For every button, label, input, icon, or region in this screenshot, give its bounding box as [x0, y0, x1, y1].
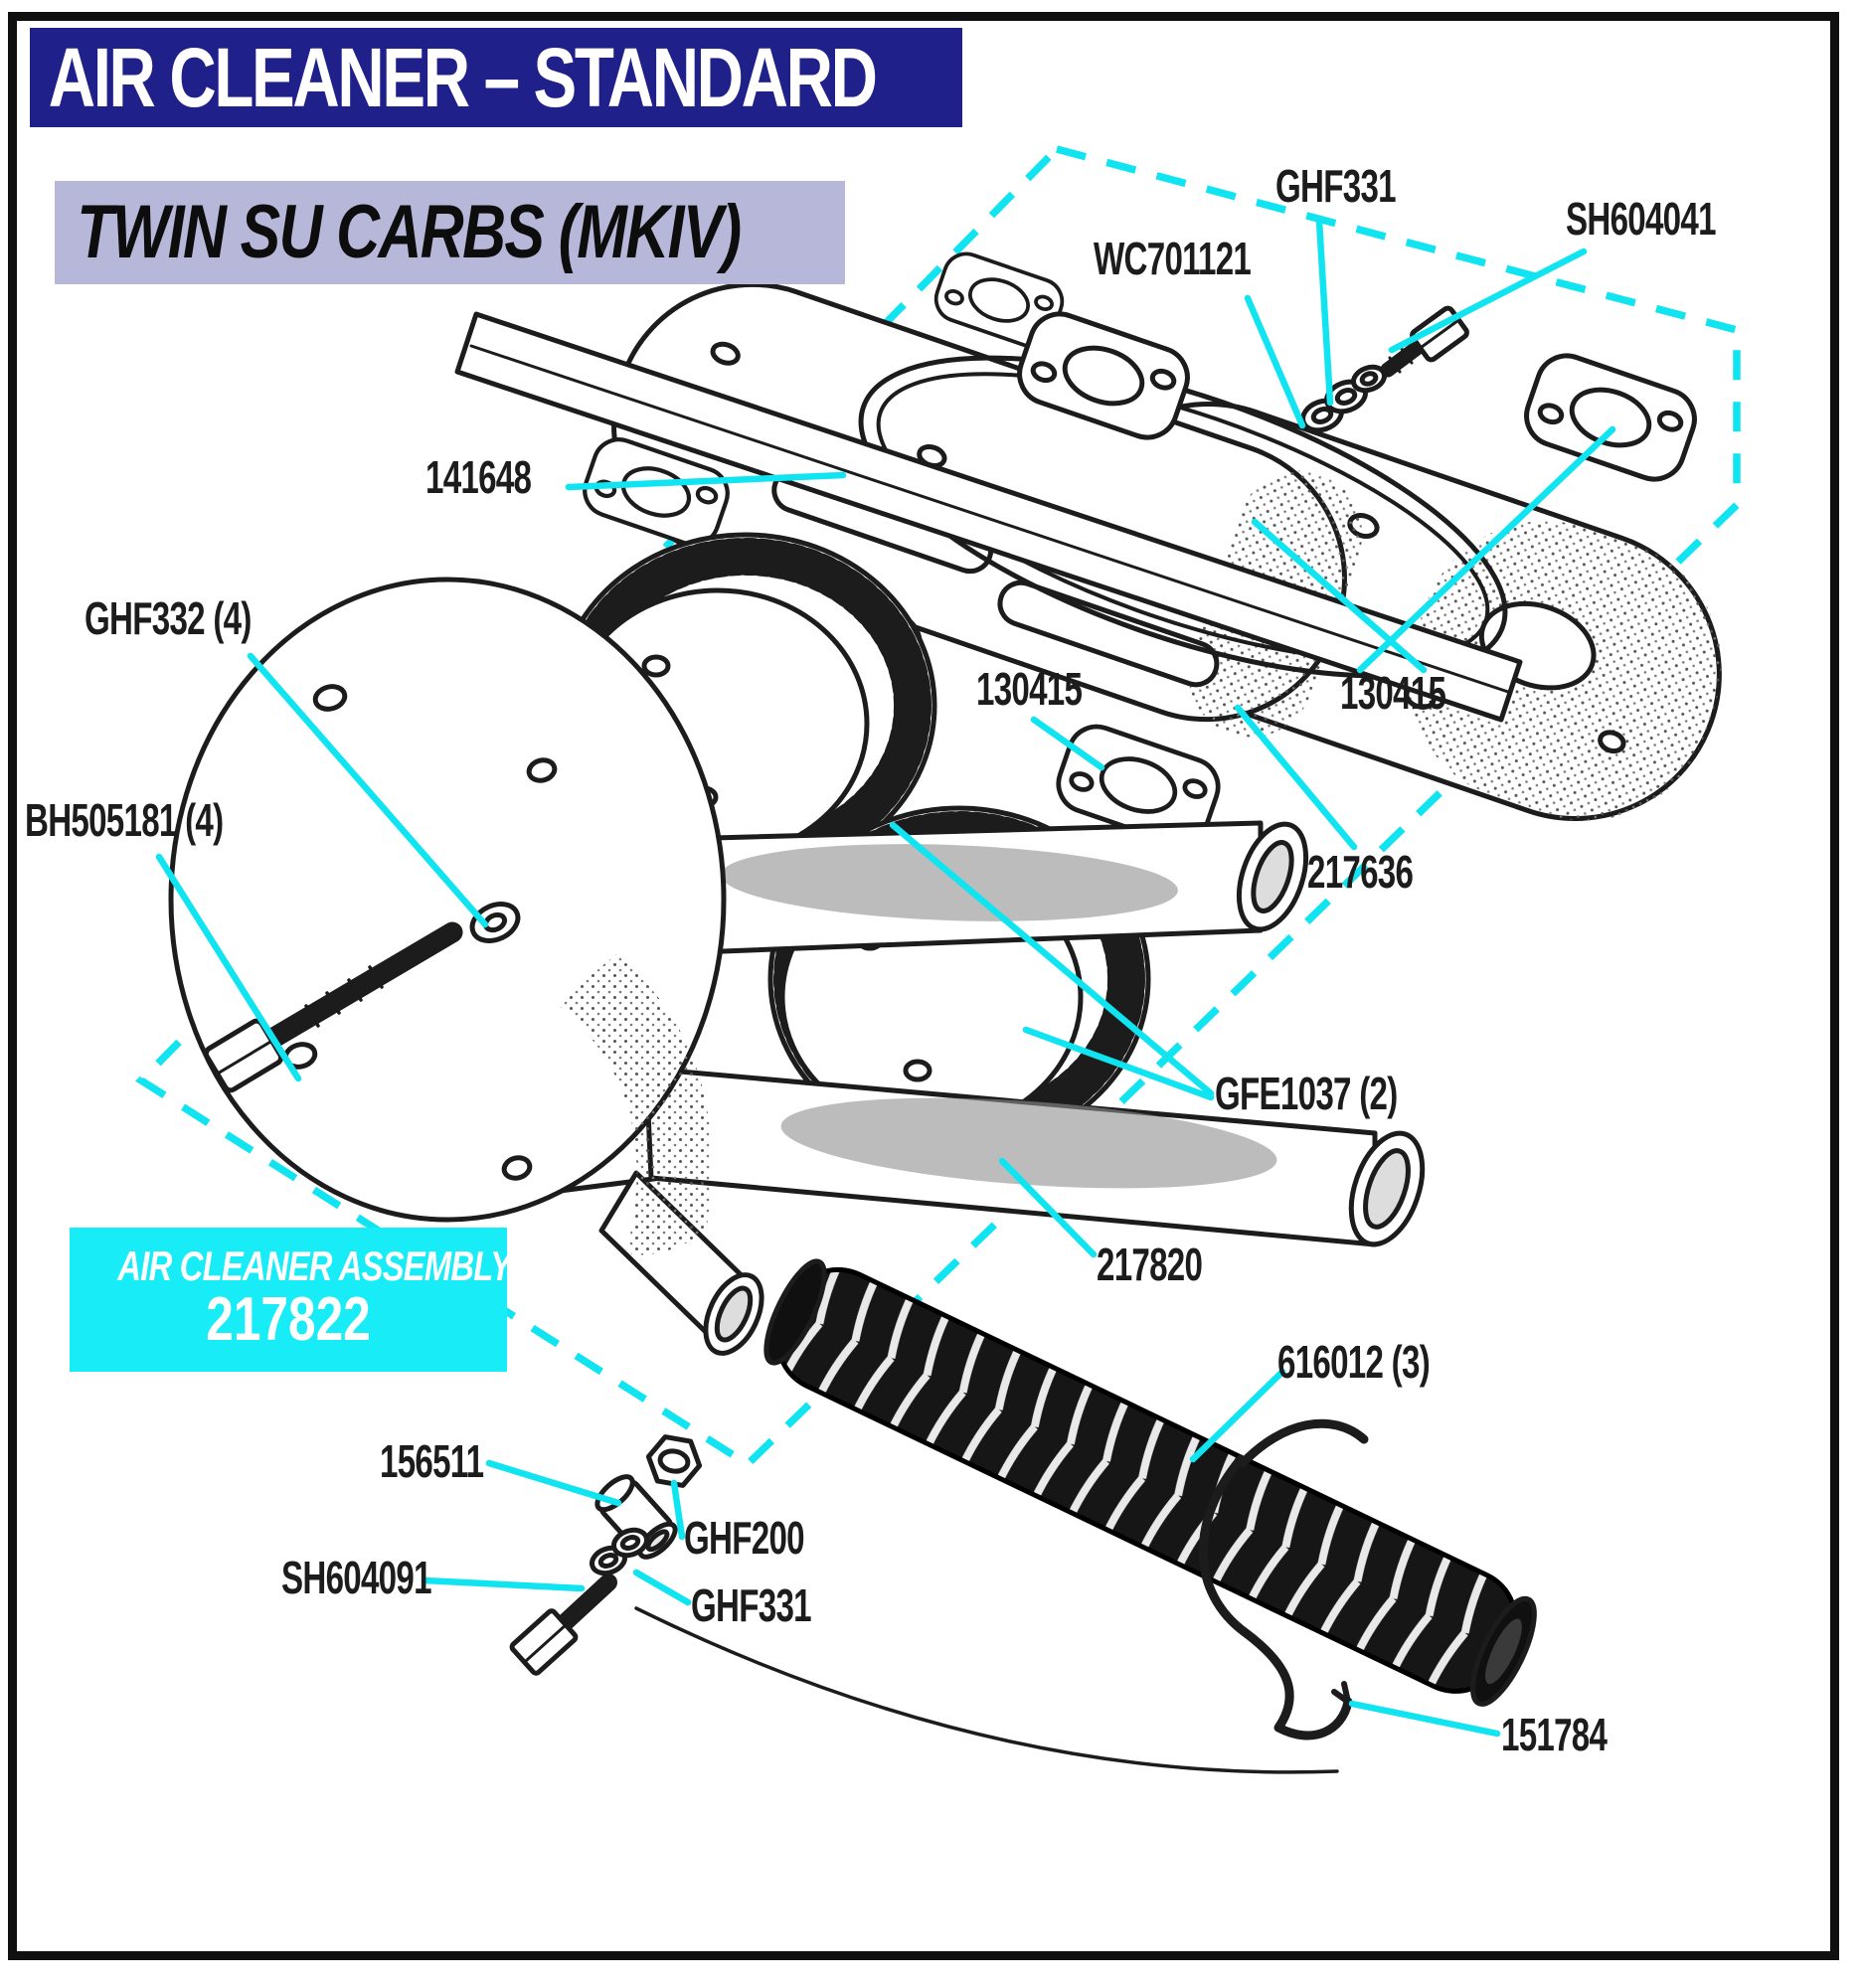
leader-line-sh604041: [1388, 248, 1588, 354]
subtitle-bar: TWIN SU CARBS (MKIV): [55, 181, 845, 284]
bolt-sh604091-drawing: [509, 1574, 617, 1676]
hose-616012-drawing: [763, 1258, 1537, 1707]
leader-line-ghf332: [247, 652, 489, 928]
carb-gasket-drawing: [933, 251, 1065, 349]
leader-line-217636: [1234, 704, 1358, 851]
leader-line-130415-left: [1030, 716, 1105, 771]
washer-ghf332-drawing: [469, 902, 521, 943]
part-label-ghf331-top: GHF331: [1275, 160, 1397, 212]
backplate-bar-drawing: [454, 311, 1523, 723]
bolt-bh505181-drawing: [203, 921, 463, 1093]
leader-lines-layer: [155, 217, 1616, 1738]
leader-line-141648: [565, 471, 847, 491]
diagram-frame: [8, 12, 1839, 1960]
part-label-ghf200: GHF200: [684, 1512, 805, 1564]
part-label-bh505181: BH505181 (4): [25, 794, 224, 846]
page-subtitle: TWIN SU CARBS (MKIV): [77, 190, 742, 274]
part-label-ghf332: GHF332 (4): [85, 592, 252, 644]
housing-217820-drawing: [168, 577, 1426, 1356]
part-label-gfe1037: GFE1037 (2): [1215, 1068, 1398, 1119]
leader-line-gfe1037: [889, 821, 1215, 1097]
gasket-130415-lower-drawing: [1056, 724, 1221, 847]
assembly-callout-part-number: 217822: [206, 1285, 371, 1354]
part-label-616012: 616012 (3): [1277, 1336, 1431, 1388]
leader-line-ghf331-top: [1315, 217, 1334, 407]
part-label-217820: 217820: [1097, 1239, 1203, 1290]
dashed-boundary-outline: [135, 144, 1741, 1469]
assembly-callout-title: AIR CLEANER ASSEMBLY: [117, 1242, 512, 1289]
title-bar: AIR CLEANER – STANDARD: [30, 28, 962, 127]
leader-line-616012: [1189, 1368, 1286, 1463]
part-label-130415-left: 130415: [976, 663, 1083, 715]
part-label-217636: 217636: [1307, 846, 1414, 898]
carb-gasket-wc701121-drawing: [1017, 311, 1190, 440]
washers-ghf331-bottom-drawing: [590, 1527, 649, 1576]
part-label-141648: 141648: [425, 451, 532, 503]
leader-line-156511: [485, 1459, 622, 1507]
part-label-151784: 151784: [1501, 1709, 1608, 1760]
seal-ring-141648-drawing: [858, 355, 1508, 679]
part-label-sh604041: SH604041: [1566, 193, 1716, 245]
part-label-ghf331-bottom: GHF331: [691, 1579, 812, 1631]
leader-line-151784: [1348, 1700, 1501, 1738]
leader-line-wc701121: [1244, 294, 1306, 429]
leader-line-sh604091: [421, 1576, 586, 1592]
gasket-130415-top-right-drawing: [1524, 353, 1697, 482]
page-title: AIR CLEANER – STANDARD: [48, 31, 878, 124]
leader-line-gfe1037: [1022, 1026, 1215, 1101]
assembly-callout-box: AIR CLEANER ASSEMBLY 217822: [70, 1228, 512, 1372]
nut-ghf200-drawing: [645, 1434, 703, 1488]
leader-line-130415-right: [1356, 425, 1616, 674]
leader-line-217820: [998, 1157, 1098, 1258]
leader-line-ghf200: [670, 1479, 686, 1541]
leader-line-ghf331-bottom: [632, 1569, 692, 1606]
part-label-sh604091: SH604091: [281, 1552, 431, 1603]
leader-line-bh505181: [155, 853, 302, 1082]
part-label-156511: 156511: [380, 1435, 484, 1487]
part-label-wc701121: WC701121: [1094, 233, 1252, 284]
leader-line-130415-right: [1251, 518, 1428, 674]
clip-151784-drawing: [634, 1418, 1369, 1774]
part-label-130415-right: 130415: [1340, 667, 1446, 719]
